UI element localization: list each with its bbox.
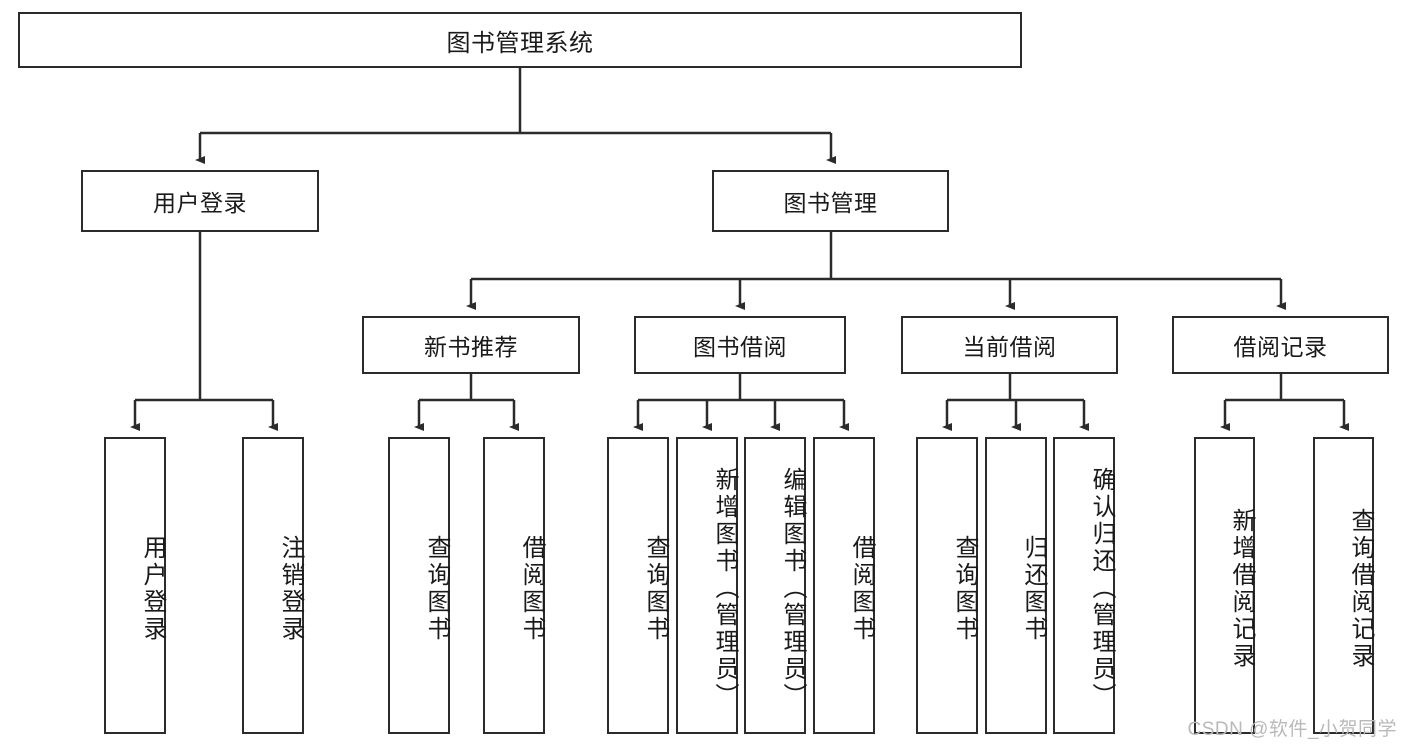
node-leaf_confirm[interactable]: 确认归还（管理员） xyxy=(1053,437,1115,734)
node-leaf_query_1[interactable]: 查询图书 xyxy=(388,437,450,734)
node-leaf_edit_book[interactable]: 编辑图书（管理员） xyxy=(744,437,806,734)
node-label: 新增图书（管理员） xyxy=(711,467,738,710)
node-label: 编辑图书（管理员） xyxy=(779,467,806,710)
node-label: 查询图书 xyxy=(642,534,669,643)
node-borrow_record[interactable]: 借阅记录 xyxy=(1172,316,1389,374)
node-leaf_user_login[interactable]: 用户登录 xyxy=(104,437,166,734)
node-label: 新书推荐 xyxy=(424,334,518,360)
node-book_manage[interactable]: 图书管理 xyxy=(712,170,949,232)
node-label: 图书管理 xyxy=(783,190,878,216)
node-label: 当前借阅 xyxy=(962,334,1057,360)
node-user_login[interactable]: 用户登录 xyxy=(81,170,319,232)
node-label: 查询借阅记录 xyxy=(1347,507,1374,670)
node-leaf_query_2[interactable]: 查询图书 xyxy=(607,437,669,734)
node-leaf_borrow_2[interactable]: 借阅图书 xyxy=(813,437,875,734)
node-label: 查询图书 xyxy=(423,534,450,643)
node-label: 查询图书 xyxy=(951,534,978,643)
node-label: 确认归还（管理员） xyxy=(1088,467,1115,710)
node-leaf_query_rec[interactable]: 查询借阅记录 xyxy=(1313,437,1374,734)
node-book_borrow[interactable]: 图书借阅 xyxy=(634,316,846,374)
node-label: 注销登录 xyxy=(277,534,304,643)
node-label: 借阅图书 xyxy=(518,534,545,643)
node-label: 图书管理系统 xyxy=(446,29,594,57)
node-leaf_borrow_1[interactable]: 借阅图书 xyxy=(483,437,545,734)
node-label: 借阅图书 xyxy=(848,534,875,643)
node-leaf_logout[interactable]: 注销登录 xyxy=(242,437,304,734)
node-label: 用户登录 xyxy=(153,190,247,216)
watermark: CSDN @软件_小贺同学 xyxy=(1187,719,1397,740)
node-leaf_return[interactable]: 归还图书 xyxy=(985,437,1047,734)
node-root[interactable]: 图书管理系统 xyxy=(18,12,1022,68)
node-label: 归还图书 xyxy=(1020,534,1047,643)
node-leaf_query_3[interactable]: 查询图书 xyxy=(916,437,978,734)
node-leaf_add_book[interactable]: 新增图书（管理员） xyxy=(676,437,738,734)
node-leaf_add_rec[interactable]: 新增借阅记录 xyxy=(1194,437,1255,734)
node-label: 新增借阅记录 xyxy=(1228,507,1255,670)
node-current_borrow[interactable]: 当前借阅 xyxy=(901,316,1118,374)
node-label: 用户登录 xyxy=(139,534,166,643)
node-label: 借阅记录 xyxy=(1233,334,1328,360)
node-new_book_rec[interactable]: 新书推荐 xyxy=(362,316,580,374)
node-label: 图书借阅 xyxy=(693,334,787,360)
